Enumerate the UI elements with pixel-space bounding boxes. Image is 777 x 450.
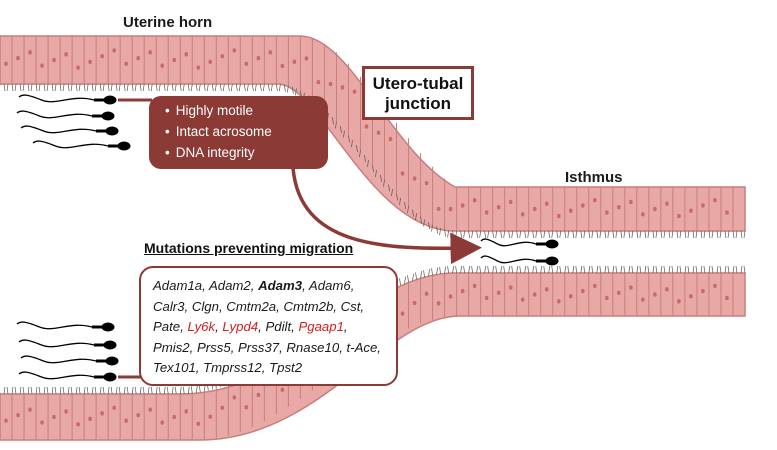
sperm-quality-box: Highly motile Intact acrosome DNA integr… [149, 96, 328, 169]
sperm-group-lower [16, 321, 119, 382]
sperm-tail [480, 255, 537, 264]
sperm-head [117, 141, 131, 151]
sperm-tail [18, 339, 95, 348]
sperm-tail [18, 94, 95, 103]
sperm-group-isthmus [480, 238, 559, 266]
gene-name: Pgaap1 [298, 319, 344, 335]
utj-line-2: junction [384, 94, 452, 113]
mutation-gene-list: Adam1a, Adam2, Adam3, Adam6, Calr3, Clgn… [139, 266, 398, 386]
quality-item: Highly motile [165, 100, 328, 121]
gene-name: Lypd4 [222, 319, 259, 335]
gene-name: Tpst2 [269, 360, 303, 376]
gene-name: Pmis2 [153, 339, 190, 355]
sperm-tail [20, 125, 97, 134]
sperm-tail [16, 110, 93, 119]
gene-name: Cmtm2a [226, 298, 277, 314]
uterine-horn-label: Uterine horn [123, 14, 213, 31]
gene-name: Prss5 [196, 339, 231, 355]
sperm-head [105, 356, 119, 366]
gene-name: Cst [340, 298, 361, 314]
sperm-head [105, 126, 119, 136]
sperm-tail [20, 355, 97, 364]
gene-name: t-Ace [346, 339, 378, 355]
sperm-tail [480, 238, 537, 247]
sperm-group-uterine [16, 94, 131, 151]
gene-name: Pdilt [265, 319, 292, 335]
sperm-head [103, 95, 117, 105]
sperm-tail [16, 321, 93, 330]
utero-tubal-junction-label: Utero-tubal junction [362, 66, 474, 120]
gene-name: Tmprss12 [203, 360, 262, 376]
mutations-title: Mutations preventing migration [144, 240, 354, 256]
sperm-tail [32, 140, 109, 149]
sperm-head [545, 256, 559, 266]
gene-name: Rnase10 [286, 339, 340, 355]
sperm-head [103, 340, 117, 350]
migration-arrow [291, 167, 482, 265]
gene-name: Calr3 [153, 298, 185, 314]
quality-item: DNA integrity [165, 142, 328, 163]
sperm-head [101, 322, 115, 332]
gene-name: Adam6 [308, 278, 351, 293]
sperm-head [545, 239, 559, 249]
gene-name: Adam2 [208, 278, 251, 293]
quality-item: Intact acrosome [165, 121, 328, 142]
gene-name: Adam1a [153, 278, 203, 293]
gene-name: Adam3 [258, 278, 303, 293]
gene-name: Clgn [191, 298, 219, 314]
gene-name: Pate [153, 319, 181, 335]
sperm-tail [18, 371, 95, 380]
gene-name: Ly6k [187, 319, 216, 335]
utj-line-1: Utero-tubal [372, 74, 464, 93]
isthmus-label: Isthmus [565, 169, 623, 186]
sperm-head [103, 372, 117, 382]
sperm-head [101, 111, 115, 121]
gene-name: Cmtm2b [283, 298, 334, 314]
gene-name: Tex101 [153, 360, 196, 376]
gene-name: Prss37 [238, 339, 280, 355]
